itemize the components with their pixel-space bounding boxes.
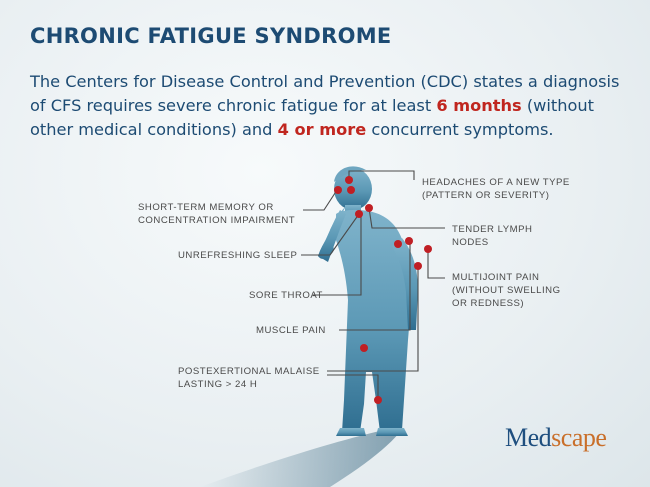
label-sleep: UNREFRESHING SLEEP <box>178 249 297 262</box>
leader-muscle <box>339 241 411 331</box>
label-memory: SHORT-TERM MEMORY OR CONCENTRATION IMPAI… <box>138 201 295 227</box>
ground-shadow <box>200 428 400 487</box>
intro-highlight-duration: 6 months <box>436 96 522 115</box>
dot-calf <box>374 396 382 404</box>
label-headaches: HEADACHES OF A NEW TYPE (PATTERN OR SEVE… <box>422 176 570 202</box>
label-lymph-line2: NODES <box>452 237 489 248</box>
logo-part-2: scape <box>551 423 607 452</box>
label-muscle-line1: MUSCLE PAIN <box>256 325 326 336</box>
intro-part-1: The Centers for Disease Control and Prev… <box>30 72 620 115</box>
dot-thigh <box>360 344 368 352</box>
dot-elbow <box>424 245 432 253</box>
label-lymph: TENDER LYMPH NODES <box>452 223 532 249</box>
label-malaise: POSTEXERTIONAL MALAISE LASTING > 24 H <box>178 365 320 391</box>
dot-head-right <box>347 186 355 194</box>
dot-lymph <box>365 204 373 212</box>
logo-part-1: Med <box>505 423 552 452</box>
label-muscle: MUSCLE PAIN <box>256 324 326 337</box>
dot-shoulder-left <box>394 240 402 248</box>
leader-lines <box>301 170 445 400</box>
dot-headache <box>345 176 353 184</box>
leader-memory <box>303 189 338 211</box>
intro-text: The Centers for Disease Control and Prev… <box>30 70 630 142</box>
label-malaise-line2: LASTING > 24 H <box>178 379 258 390</box>
label-headaches-line1: HEADACHES OF A NEW TYPE <box>422 177 570 188</box>
label-multijoint: MULTIJOINT PAIN (WITHOUT SWELLING OR RED… <box>452 271 561 310</box>
label-sleep-line1: UNREFRESHING SLEEP <box>178 250 298 261</box>
dot-head-left <box>334 186 342 194</box>
label-multijoint-line3: OR REDNESS) <box>452 298 525 309</box>
label-multijoint-line2: (WITHOUT SWELLING <box>452 285 561 296</box>
label-memory-line2: CONCENTRATION IMPAIRMENT <box>138 215 296 226</box>
intro-part-3: concurrent symptoms. <box>366 120 554 139</box>
dot-throat <box>355 210 363 218</box>
leader-multijoint <box>427 249 445 279</box>
label-multijoint-line1: MULTIJOINT PAIN <box>452 272 540 283</box>
intro-highlight-count: 4 or more <box>277 120 367 139</box>
person-silhouette <box>318 166 418 436</box>
leader-headaches <box>348 170 415 180</box>
label-memory-line1: SHORT-TERM MEMORY OR <box>138 202 274 213</box>
label-throat: SORE THROAT <box>249 289 323 302</box>
label-throat-line1: SORE THROAT <box>249 290 323 301</box>
leader-throat <box>313 214 362 296</box>
page-title: CHRONIC FATIGUE SYNDROME <box>30 24 392 48</box>
label-lymph-line1: TENDER LYMPH <box>452 224 533 235</box>
dot-arm <box>414 262 422 270</box>
leader-malaise-foot <box>327 374 379 400</box>
leader-sleep <box>301 213 360 256</box>
symptom-dots <box>334 176 432 404</box>
medscape-logo: Medscape <box>505 423 607 453</box>
label-malaise-line1: POSTEXERTIONAL MALAISE <box>178 366 320 377</box>
label-headaches-line2: (PATTERN OR SEVERITY) <box>422 190 550 201</box>
leader-lymph <box>368 207 445 229</box>
intro-part-2: (without other medical conditions) and <box>30 96 594 139</box>
dot-shoulder-right <box>405 237 413 245</box>
leader-malaise <box>327 266 419 372</box>
